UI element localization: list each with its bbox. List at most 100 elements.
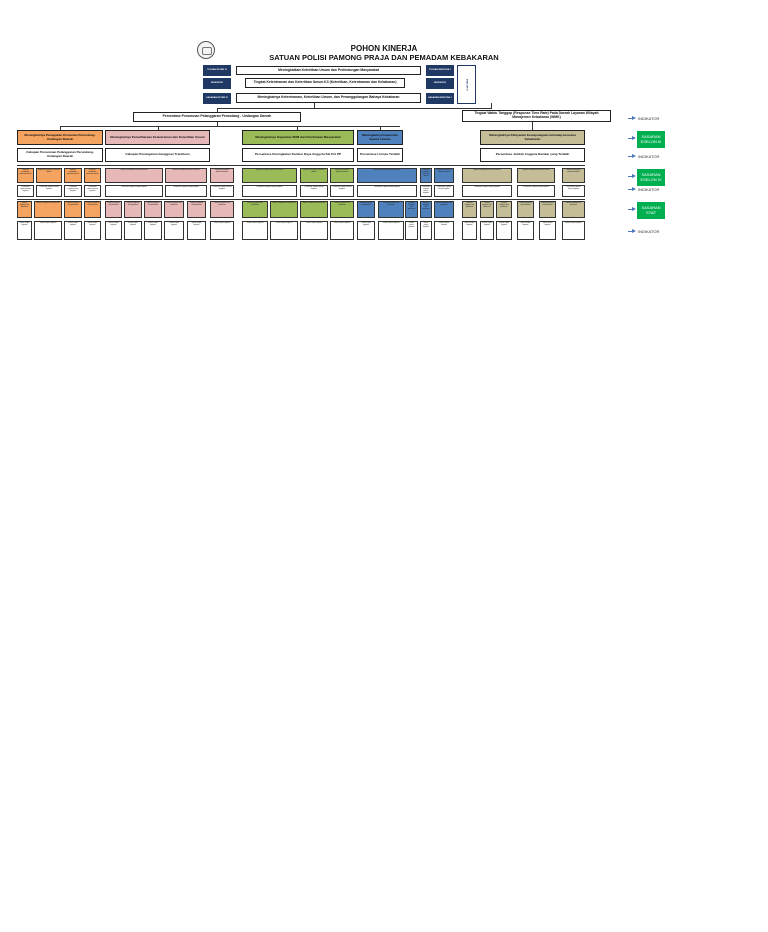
sasaran-box-trantibum: Meningkatnya Pemeliharaan Ketentraman da… [105, 130, 210, 145]
sasaran-box-kebakaran: Meningkatnya Pelayanan Kesiapsiagaan ter… [480, 130, 585, 145]
connector [532, 122, 533, 130]
connector [217, 122, 218, 127]
eselon4-box: Kegiatan penegakan peraturan daerah [420, 168, 432, 183]
eselon4-box: Kegiatan penegakan peraturan daerah [357, 168, 417, 183]
top-row-label: SASARAN RPJMD IV [203, 93, 231, 104]
staf-box: Sasaran kegiatan staf pelaksana [420, 201, 432, 218]
staf-indikator-box: Jumlah output kegiatan [187, 221, 206, 240]
staf-indikator-box: Jumlah output kegiatan [480, 221, 494, 240]
legend-arrow-icon [628, 207, 636, 212]
eselon4-indikator-box: Persentase capaian kinerja kegiatan [17, 185, 34, 197]
eselon4-box: Kegiatan penegakan peraturan daerah [462, 168, 512, 183]
legend-sasaran-badge: SASARAN ESELON IV [637, 169, 665, 186]
eselon4-indikator-box: Persentase capaian kinerja kegiatan [84, 185, 101, 197]
staf-box: Sasaran kegiatan staf pelaksana [17, 201, 32, 218]
level2-left-box: Persentase Penurunan Pelanggaran Perunda… [133, 112, 301, 122]
staf-indikator-box: Jumlah output kegiatan [562, 221, 585, 240]
eselon4-indikator-box: Persentase capaian kinerja kegiatan [210, 185, 234, 197]
eselon4-box: Kegiatan penegakan peraturan daerah [64, 168, 82, 183]
staf-indikator-box: Jumlah output kegiatan [378, 221, 404, 240]
connector [60, 126, 400, 127]
connector [17, 165, 585, 166]
eselon4-indikator-box: Persentase capaian kinerja kegiatan [517, 185, 555, 197]
staf-box: Sasaran kegiatan staf pelaksana [405, 201, 418, 218]
staf-box: Sasaran kegiatan staf pelaksana [434, 201, 454, 218]
eselon4-box: Kegiatan penegakan peraturan daerah [300, 168, 328, 183]
staf-indikator-box: Jumlah output kegiatan [300, 221, 328, 240]
staf-indikator-box: Jumlah output kegiatan [405, 221, 418, 240]
staf-box: Sasaran kegiatan staf pelaksana [539, 201, 556, 218]
indikator-box-kebakaran: Persentase Jumlah Anggota Damkar yang Te… [480, 148, 585, 162]
staf-box: Sasaran kegiatan staf pelaksana [242, 201, 268, 218]
staf-box: Sasaran kegiatan staf pelaksana [105, 201, 122, 218]
eselon4-indikator-box: Persentase capaian kinerja kegiatan [300, 185, 328, 197]
connector [60, 126, 61, 130]
staf-indikator-box: Jumlah output kegiatan [357, 221, 375, 240]
staf-box: Sasaran kegiatan staf pelaksana [124, 201, 142, 218]
staf-indikator-box: Jumlah output kegiatan [144, 221, 162, 240]
staf-box: Sasaran kegiatan staf pelaksana [330, 201, 354, 218]
eselon4-indikator-box: Persentase capaian kinerja kegiatan [357, 185, 417, 197]
connector [491, 103, 492, 109]
staf-indikator-box: Jumlah output kegiatan [434, 221, 454, 240]
staf-indikator-box: Jumlah output kegiatan [64, 221, 82, 240]
staf-box: Sasaran kegiatan staf pelaksana [164, 201, 184, 218]
eselon4-indikator-box: Persentase capaian kinerja kegiatan [462, 185, 512, 197]
legend-arrow-icon [628, 187, 636, 192]
staf-box: Sasaran kegiatan staf pelaksana [187, 201, 206, 218]
connector [17, 199, 585, 200]
connector [158, 126, 159, 130]
legend-sasaran-badge: SASARAN STAF [637, 202, 665, 219]
top-row-right-label: SASARAN RENSTRA 1 [426, 93, 454, 104]
eselon4-box: Kegiatan penegakan peraturan daerah [434, 168, 454, 183]
staf-indikator-box: Jumlah output kegiatan [124, 221, 142, 240]
staf-indikator-box: Jumlah output kegiatan [330, 221, 354, 240]
eselon4-indikator-box: Persentase capaian kinerja kegiatan [105, 185, 163, 197]
staf-indikator-box: Jumlah output kegiatan [517, 221, 534, 240]
legend-indikator-label: INDIKATOR [638, 115, 660, 121]
top-row-text: Meningkatnya Ketentraman, Ketertiban Umu… [236, 93, 421, 103]
staf-indikator-box: Jumlah output kegiatan [105, 221, 122, 240]
staf-indikator-box: Jumlah output kegiatan [270, 221, 298, 240]
eselon4-indikator-box: Persentase capaian kinerja kegiatan [64, 185, 82, 197]
legend-arrow-icon [628, 154, 636, 159]
staf-box: Sasaran kegiatan staf pelaksana [357, 201, 375, 218]
staf-box: Sasaran kegiatan staf pelaksana [270, 201, 298, 218]
eselon4-box: Kegiatan penegakan peraturan daerah [330, 168, 354, 183]
eselon4-indikator-box: Persentase capaian kinerja kegiatan [330, 185, 354, 197]
legend-arrow-icon [628, 229, 636, 234]
eselon-side-label: ESELON III [457, 65, 476, 104]
indikator-box-sdm: Persentase Peningkatan Sumber Daya Anggo… [242, 148, 354, 162]
indikator-box-trantibum: Cakupan Penanganan Gangguan Trantibum [105, 148, 210, 162]
eselon4-indikator-box: Persentase capaian kinerja kegiatan [165, 185, 207, 197]
legend-indikator-label: INDIKATOR [638, 186, 660, 192]
connector [217, 108, 218, 112]
indikator-box-penegakan: Cakupan Penurunan Pelanggaran Perundang-… [17, 148, 103, 162]
legend-indikator-label: INDIKATOR [638, 228, 660, 234]
top-row-text: Tingkat Ketentraman dan Ketertiban Umum … [245, 78, 405, 88]
top-row-right-label: INDIKATOR [426, 78, 454, 89]
legend-sasaran-badge: SASARAN ESELON III [637, 131, 665, 148]
eselon4-box: Kegiatan penegakan peraturan daerah [105, 168, 163, 183]
top-row-label: TUJUAN RPJMD IV [203, 65, 231, 76]
staf-indikator-box: Jumlah output kegiatan [17, 221, 32, 240]
legend-arrow-icon [628, 174, 636, 179]
eselon4-indikator-box: Persentase capaian kinerja kegiatan [434, 185, 454, 197]
staf-box: Sasaran kegiatan staf pelaksana [64, 201, 82, 218]
staf-indikator-box: Jumlah output kegiatan [164, 221, 184, 240]
eselon4-box: Kegiatan penegakan peraturan daerah [165, 168, 207, 183]
top-row-right-label: TUJUAN RENSTRA 1 [426, 65, 454, 76]
sasaran-box-sdm: Meningkatnya Kapasitas SDM dan Pembinaan… [242, 130, 354, 145]
staf-indikator-box: Jumlah output kegiatan [84, 221, 101, 240]
legend-indikator-label: INDIKATOR [638, 153, 660, 159]
staf-box: Sasaran kegiatan staf pelaksana [480, 201, 494, 218]
staf-box: Sasaran kegiatan staf pelaksana [496, 201, 512, 218]
staf-box: Sasaran kegiatan staf pelaksana [210, 201, 234, 218]
logo-seal-icon [197, 41, 215, 59]
eselon4-indikator-box: Persentase capaian kinerja kegiatan [36, 185, 62, 197]
connector [380, 126, 381, 130]
eselon4-box: Kegiatan penegakan peraturan daerah [17, 168, 34, 183]
level2-right-box: Tingkat Waktu Tanggap (Response Time Rat… [462, 110, 611, 122]
staf-indikator-box: Jumlah output kegiatan [242, 221, 268, 240]
connector [297, 126, 298, 130]
